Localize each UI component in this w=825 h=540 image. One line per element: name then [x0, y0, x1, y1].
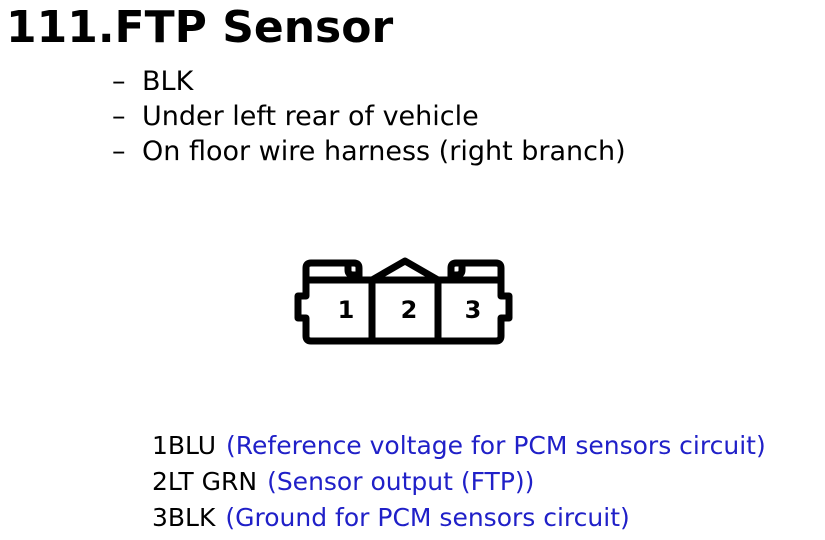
- dash: –: [112, 136, 126, 167]
- page-title: 111.FTP Sensor: [6, 2, 394, 53]
- connector-notes: –BLK –Under left rear of vehicle –On flo…: [112, 64, 626, 169]
- connector-latch-right: [447, 259, 505, 284]
- connector-body: [294, 276, 513, 345]
- pin-description: (Sensor output (FTP)): [267, 467, 535, 496]
- connector-diagram: 1 2 3: [294, 257, 513, 345]
- note-color: –BLK: [112, 64, 626, 99]
- note-harness: –On floor wire harness (right branch): [112, 134, 626, 169]
- cavity-label-2: 2: [401, 296, 418, 324]
- pin-row: 3BLK (Ground for PCM sensors circuit): [152, 500, 766, 536]
- pin-list: 1BLU (Reference voltage for PCM sensors c…: [152, 428, 766, 536]
- cavity-label-3: 3: [465, 296, 482, 324]
- pin-description: (Reference voltage for PCM sensors circu…: [226, 431, 766, 460]
- pin-description: (Ground for PCM sensors circuit): [225, 503, 630, 532]
- connector-outline: [302, 259, 363, 284]
- pin-row: 1BLU (Reference voltage for PCM sensors c…: [152, 428, 766, 464]
- dash: –: [112, 66, 126, 97]
- pin-code: 1BLU: [152, 431, 217, 460]
- note-location: –Under left rear of vehicle: [112, 99, 626, 134]
- pin-code: 3BLK: [152, 503, 216, 532]
- note-text: Under left rear of vehicle: [142, 101, 479, 132]
- note-text: BLK: [142, 66, 194, 97]
- pin-code: 2LT GRN: [152, 467, 258, 496]
- pin-row: 2LT GRN (Sensor output (FTP)): [152, 464, 766, 500]
- note-text: On floor wire harness (right branch): [142, 136, 626, 167]
- dash: –: [112, 101, 126, 132]
- connector-center-roof: [368, 257, 442, 284]
- cavity-label-1: 1: [338, 296, 355, 324]
- connector-latch-left: [344, 259, 363, 279]
- connector-right-tab: [447, 259, 466, 279]
